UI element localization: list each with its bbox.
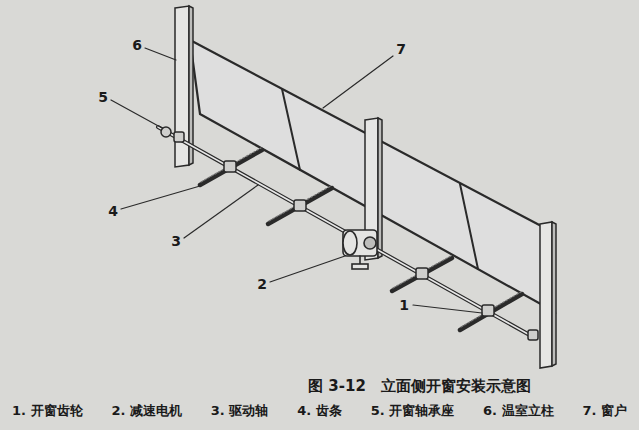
window-strut	[460, 184, 478, 269]
drive-shaft	[158, 127, 535, 338]
part-key: 5. 开窗轴承座	[371, 402, 455, 420]
part-key: 4. 齿条	[297, 402, 342, 420]
part-key: 3. 驱动轴	[211, 402, 269, 420]
callout-number: 4	[108, 204, 118, 218]
part-key: 6. 温室立柱	[483, 402, 554, 420]
callout-number: 3	[171, 234, 181, 248]
rack	[200, 150, 522, 330]
drive-shaft-highlight	[158, 127, 535, 338]
callout-number: 1	[399, 298, 409, 312]
greenhouse-post	[365, 118, 382, 260]
leader-line	[111, 48, 482, 313]
callout-number: 7	[396, 42, 406, 56]
part-key: 7. 窗户	[582, 402, 627, 420]
greenhouse-post	[540, 222, 556, 368]
window-gear	[224, 161, 494, 316]
bearing-seat	[161, 127, 538, 340]
callout-number: 2	[257, 277, 267, 291]
reduction-motor	[343, 230, 377, 269]
part-key: 1. 开窗齿轮	[12, 402, 83, 420]
part-key: 2. 减速电机	[111, 402, 182, 420]
callout-number: 5	[98, 90, 108, 104]
figure-caption: 图 3-12 立面侧开窗安装示意图	[108, 377, 531, 395]
callout-number: 6	[132, 38, 142, 52]
window-strut	[282, 89, 300, 170]
rack-teeth	[201, 148, 521, 327]
